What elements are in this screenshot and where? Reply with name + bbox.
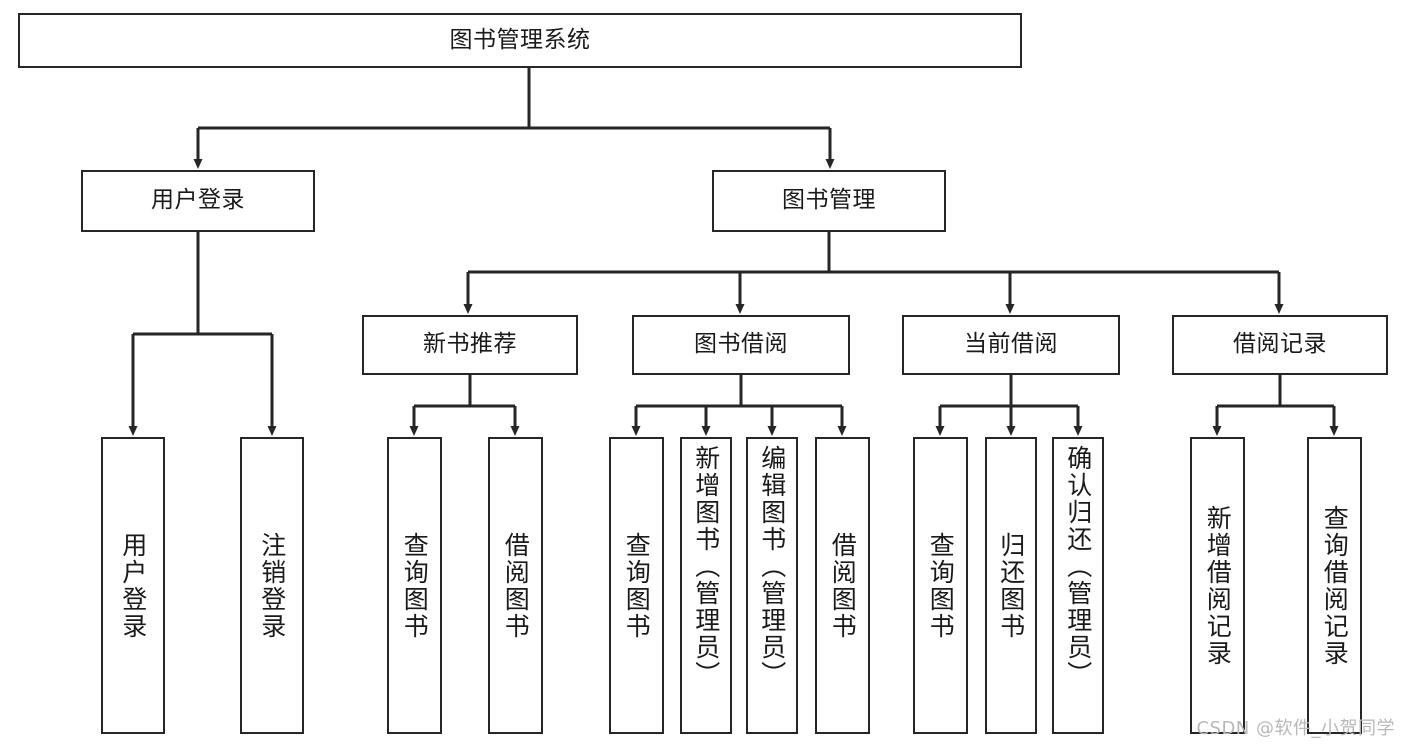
node-current-borrow-label: 当前借阅 <box>964 331 1058 358</box>
leaf-query-book-recommend[interactable]: 查询图书 <box>387 437 442 734</box>
node-book-borrow[interactable]: 图书借阅 <box>632 315 850 375</box>
leaf-query-book-current-label: 查询图书 <box>926 531 956 640</box>
leaf-confirm-return-admin-label: 确认归还（管理员） <box>1063 445 1093 688</box>
leaf-borrow-book-label: 借阅图书 <box>828 531 858 640</box>
leaf-user-login[interactable]: 用户登录 <box>101 437 165 734</box>
leaf-query-book-recommend-label: 查询图书 <box>400 531 430 640</box>
leaf-borrow-book-recommend-label: 借阅图书 <box>501 531 531 640</box>
node-new-book-recommend[interactable]: 新书推荐 <box>362 315 578 375</box>
node-book-management-label: 图书管理 <box>782 187 876 214</box>
node-current-borrow[interactable]: 当前借阅 <box>902 315 1120 375</box>
node-book-management[interactable]: 图书管理 <box>712 170 946 232</box>
leaf-query-book-borrow[interactable]: 查询图书 <box>609 437 664 734</box>
node-root[interactable]: 图书管理系统 <box>18 13 1022 68</box>
node-user-login-label: 用户登录 <box>151 187 245 214</box>
node-root-label: 图书管理系统 <box>449 26 591 53</box>
leaf-edit-book-admin-label: 编辑图书（管理员） <box>757 445 787 688</box>
leaf-return-book[interactable]: 归还图书 <box>985 437 1037 734</box>
leaf-query-borrow-record-label: 查询借阅记录 <box>1320 504 1350 667</box>
leaf-borrow-book-recommend[interactable]: 借阅图书 <box>488 437 543 734</box>
leaf-logout-label: 注销登录 <box>257 531 287 640</box>
node-borrow-records[interactable]: 借阅记录 <box>1172 315 1388 375</box>
leaf-add-book-admin[interactable]: 新增图书（管理员） <box>680 437 732 734</box>
node-new-book-recommend-label: 新书推荐 <box>423 331 517 358</box>
node-user-login[interactable]: 用户登录 <box>81 170 315 232</box>
leaf-borrow-book[interactable]: 借阅图书 <box>815 437 870 734</box>
leaf-edit-book-admin[interactable]: 编辑图书（管理员） <box>746 437 798 734</box>
leaf-logout[interactable]: 注销登录 <box>240 437 304 734</box>
node-borrow-records-label: 借阅记录 <box>1233 331 1327 358</box>
leaf-query-book-current[interactable]: 查询图书 <box>913 437 968 734</box>
leaf-query-borrow-record[interactable]: 查询借阅记录 <box>1307 437 1362 734</box>
node-book-borrow-label: 图书借阅 <box>694 331 788 358</box>
leaf-add-book-admin-label: 新增图书（管理员） <box>691 445 721 688</box>
leaf-confirm-return-admin[interactable]: 确认归还（管理员） <box>1052 437 1104 734</box>
leaf-query-book-borrow-label: 查询图书 <box>622 531 652 640</box>
leaf-user-login-label: 用户登录 <box>118 531 148 640</box>
leaf-add-borrow-record[interactable]: 新增借阅记录 <box>1190 437 1245 734</box>
leaf-return-book-label: 归还图书 <box>996 531 1026 640</box>
leaf-add-borrow-record-label: 新增借阅记录 <box>1203 504 1233 667</box>
